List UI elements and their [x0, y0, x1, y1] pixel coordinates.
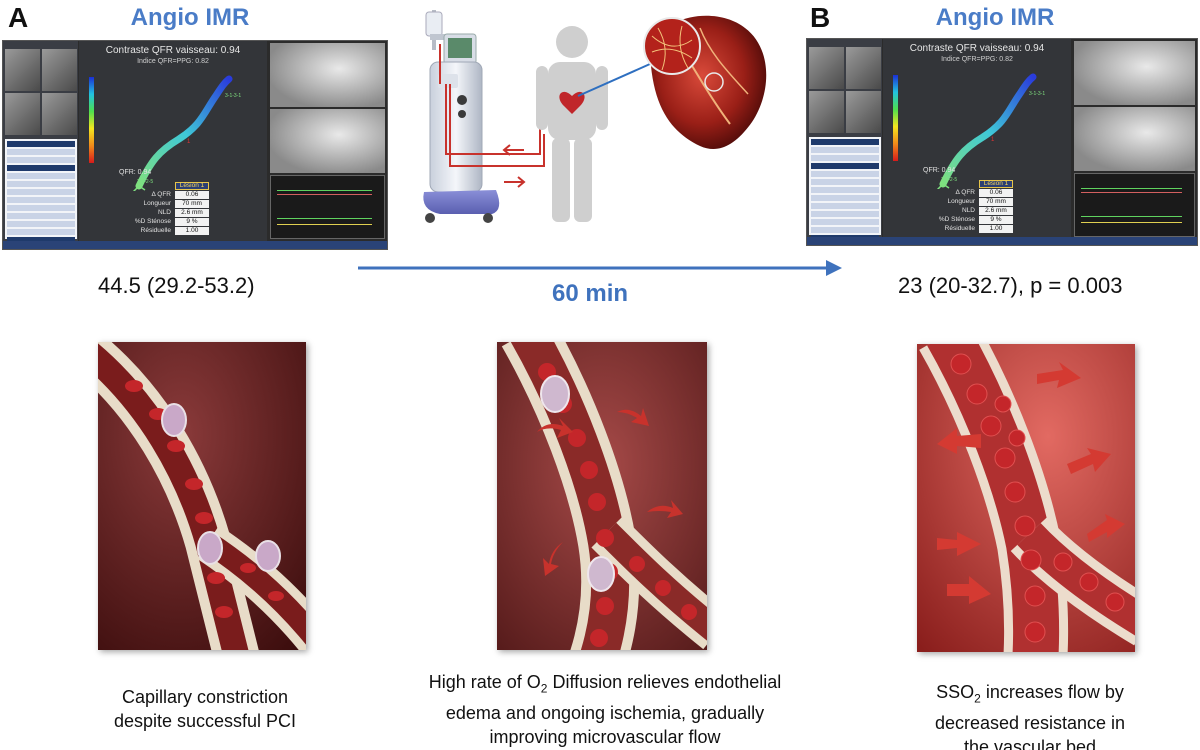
qfr-color-scale	[89, 77, 94, 163]
capillary-constriction-image	[98, 342, 306, 650]
qfr-thumbnails	[809, 47, 881, 133]
qfr-angiograms	[1072, 39, 1197, 245]
qfr-parameter-list	[809, 137, 881, 245]
qfr-readout: QFR: 0.94	[923, 167, 956, 174]
heart-callout-line	[577, 63, 651, 97]
qfr-vessel-model: 3-1-3-1 3-5-2-5 1	[936, 73, 1045, 189]
svg-text:3-5-2-5: 3-5-2-5	[941, 177, 957, 183]
increased-flow-image	[917, 344, 1135, 652]
angiogram-bottom	[1074, 107, 1195, 171]
svg-text:1: 1	[187, 139, 191, 145]
angiogram-top	[270, 43, 385, 107]
qfr-sidebar	[807, 39, 882, 245]
panel-title-a: Angio IMR	[130, 4, 250, 31]
qfr-vessel-model: 3-1-3-1 3-5-2-5 1	[132, 75, 241, 191]
panel-title-b: Angio IMR	[935, 4, 1055, 31]
therapy-illustration	[423, 10, 767, 223]
svg-text:3-1-3-1: 3-1-3-1	[1029, 91, 1045, 97]
svg-text:3-5-2-5: 3-5-2-5	[137, 179, 153, 185]
qfr-title: Contraste QFR vaisseau: 0.94	[105, 45, 241, 56]
qfr-subtitle: Indice QFR=PPG: 0.82	[137, 58, 209, 65]
angiogram-top	[1074, 41, 1195, 105]
lesion-header: Lésion 1	[175, 182, 209, 190]
flow-arrows	[502, 144, 526, 188]
qfr-parameter-list	[5, 139, 77, 249]
heart-illustration	[643, 15, 767, 149]
qfr-pressure-graph	[270, 175, 385, 239]
qfr-pressure-graph	[1074, 173, 1195, 237]
patient-heart-icon	[559, 91, 585, 114]
qfr-color-scale	[893, 75, 898, 161]
qfr-thumbnails	[5, 49, 77, 135]
qfr-subtitle: Indice QFR=PPG: 0.82	[941, 56, 1013, 63]
angio-imr-value-b: 23 (20-32.7), p = 0.003	[898, 273, 1123, 298]
angio-imr-value-a: 44.5 (29.2-53.2)	[98, 273, 255, 298]
qfr-title: Contraste QFR vaisseau: 0.94	[909, 43, 1045, 54]
qfr-main-view: Contraste QFR vaisseau: 0.94 Indice QFR=…	[883, 39, 1071, 245]
qfr-screenshot-a: Contraste QFR vaisseau: 0.94 Indice QFR=…	[2, 40, 388, 250]
caption-middle: High rate of O2 Diffusion relieves endot…	[428, 672, 782, 747]
qfr-sidebar	[3, 41, 78, 249]
oxygen-therapy-device	[423, 10, 500, 223]
qfr-screenshot-b: Contraste QFR vaisseau: 0.94 Indice QFR=…	[806, 38, 1198, 246]
circulation-tubes	[439, 44, 545, 167]
qfr-tab-bar	[807, 237, 1197, 245]
patient-figure	[536, 26, 608, 222]
angiogram-bottom	[270, 109, 385, 173]
oxygen-diffusion-image	[497, 342, 707, 650]
qfr-readout: QFR: 0.94	[119, 169, 152, 176]
svg-text:3-1-3-1: 3-1-3-1	[225, 93, 241, 99]
qfr-tab-bar	[3, 241, 387, 249]
qfr-angiograms	[268, 41, 387, 249]
timeline-arrow	[358, 260, 842, 276]
svg-text:1: 1	[991, 137, 995, 143]
caption-right: SSO2 increases flow by decreased resista…	[934, 682, 1126, 750]
panel-letter-b: B	[810, 2, 831, 33]
time-label: 60 min	[551, 280, 629, 307]
caption-left: Capillary constriction despite successfu…	[113, 687, 297, 731]
lesion-header: Lésion 1	[979, 180, 1013, 188]
panel-letter-a: A	[8, 2, 29, 33]
qfr-main-view: Contraste QFR vaisseau: 0.94 Indice QFR=…	[79, 41, 267, 249]
